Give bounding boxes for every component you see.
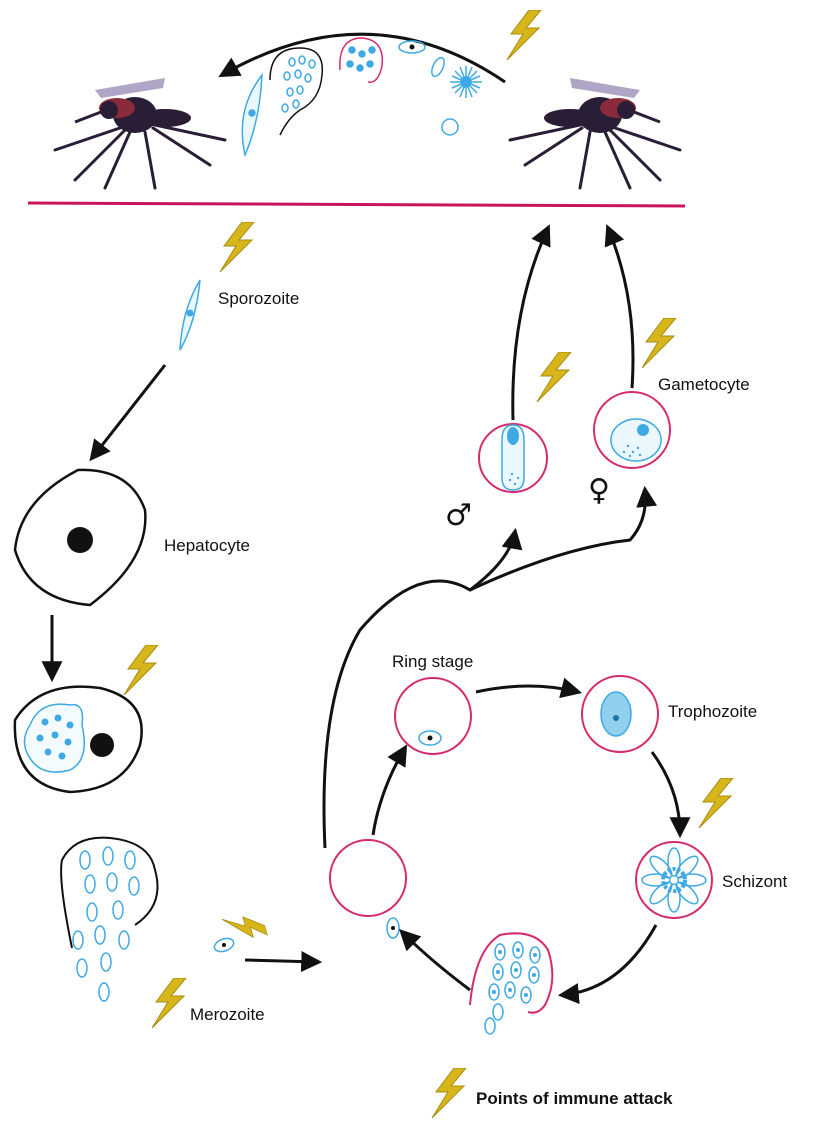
- lightning-bolt-icon: [432, 1068, 466, 1118]
- microgamete-burst: [450, 66, 482, 98]
- arrow-merozoite-to-rbc: [245, 960, 318, 962]
- hepatocyte-icon: [15, 470, 145, 605]
- lightning-bolt-icon: [507, 10, 541, 60]
- trophozoite-label: Trophozoite: [668, 702, 757, 721]
- male-symbol: ♂: [445, 498, 472, 533]
- arrow-rupture-to-rbc: [402, 932, 470, 990]
- legend: Points of immune attack: [432, 1068, 673, 1118]
- legend-label: Points of immune attack: [476, 1089, 673, 1108]
- arrow-rbc-to-ring-stage: [373, 748, 405, 835]
- gametocyte-label: Gametocyte: [658, 375, 750, 394]
- lightning-bolt-icon: [699, 778, 733, 828]
- arrow-female-gametocyte-to-mosquito: [608, 228, 633, 388]
- lightning-bolt-icon: [152, 978, 186, 1028]
- arrow-rbc-to-female-gametocyte: [470, 490, 645, 590]
- arrow-schizont-to-rupture: [562, 925, 656, 995]
- ring-stage-icon: [395, 678, 471, 754]
- ring-stage-label: Ring stage: [392, 652, 473, 671]
- lightning-bolt-icon: [537, 352, 571, 402]
- arrow-male-gametocyte-to-mosquito: [513, 228, 548, 420]
- schizont-icon: [636, 842, 712, 918]
- arrow-trophozoite-to-schizont: [652, 752, 680, 834]
- mosquito-right-icon: [510, 78, 680, 188]
- merozoite-icon: [213, 936, 236, 954]
- female-symbol: ♀: [588, 473, 610, 508]
- sporozoite-icon: [180, 280, 200, 350]
- mosquito-stages: [242, 38, 482, 155]
- sporozoite-label: Sporozoite: [218, 289, 299, 308]
- arrow-sporozoite-to-hepatocyte: [92, 365, 165, 458]
- merozoite-label: Merozoite: [190, 1005, 265, 1024]
- trophozoite-icon: [582, 676, 658, 752]
- hepatocyte-label: Hepatocyte: [164, 536, 250, 555]
- uninfected-rbc-icon: [330, 840, 406, 916]
- lightning-bolt-icon: [124, 645, 158, 695]
- infected-hepatocyte-icon: [15, 687, 142, 792]
- skin-surface-line: [28, 203, 685, 206]
- ruptured-schizont-icon: [470, 933, 552, 1034]
- mosquito-left-icon: [55, 78, 225, 188]
- male-gametocyte-icon: [479, 424, 547, 492]
- lightning-bolt-icon: [220, 222, 254, 272]
- arrow-ring-to-trophozoite: [476, 686, 578, 692]
- lightning-bolt-icon: [642, 318, 676, 368]
- free-merozoite-icon: [387, 918, 399, 938]
- female-gametocyte-icon: [594, 392, 670, 468]
- schizont-label: Schizont: [722, 872, 787, 891]
- ruptured-hepatocyte-icon: [61, 838, 157, 1001]
